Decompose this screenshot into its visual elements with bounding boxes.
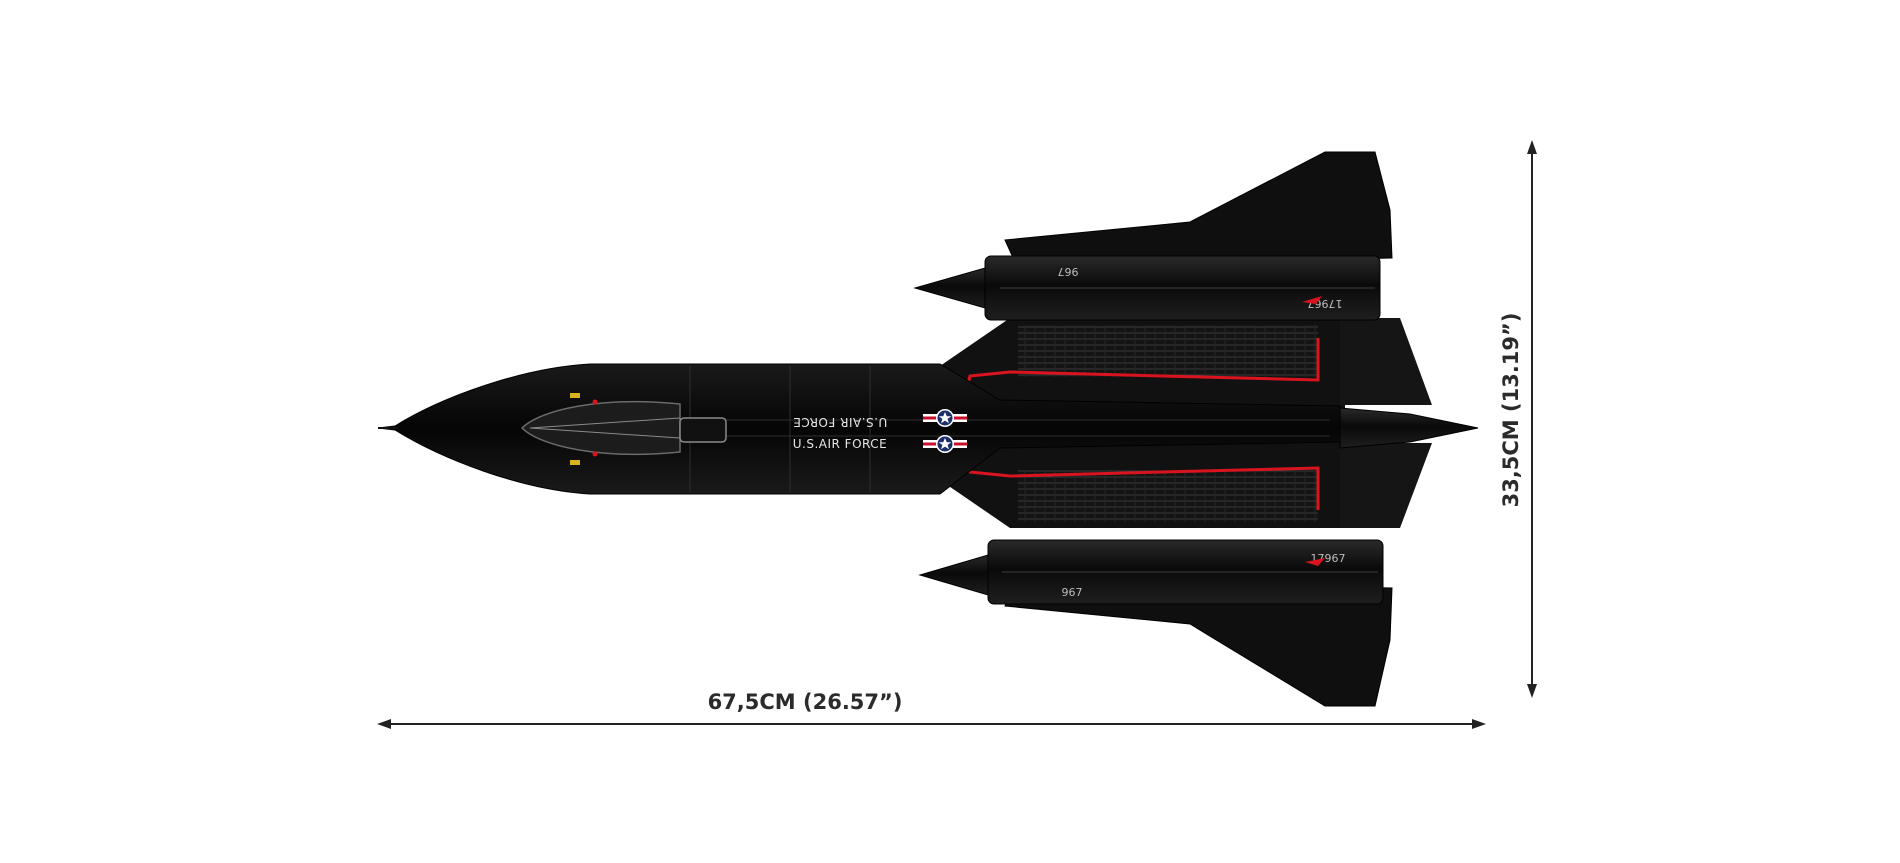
height-dimension: 33,5CM (13.19”) bbox=[1499, 140, 1537, 698]
nav-light-yellow-top bbox=[570, 393, 580, 398]
sr71-model: U.S.AIR FORCE U.S.AIR FORCE 967 17967 bbox=[377, 151, 1479, 707]
lower-wing-grille bbox=[1018, 470, 1318, 522]
length-arrow-right-icon bbox=[1472, 719, 1486, 729]
lower-engine-nacelle: 967 17967 bbox=[918, 539, 1384, 605]
engine-number-top: 967 bbox=[1058, 265, 1079, 278]
height-label: 33,5CM (13.19”) bbox=[1499, 313, 1523, 508]
upper-tail-fin bbox=[1340, 318, 1432, 405]
length-label: 67,5CM (26.57”) bbox=[708, 690, 903, 714]
air-force-marking-top: U.S.AIR FORCE bbox=[793, 415, 887, 429]
height-arrow-top-icon bbox=[1527, 140, 1537, 154]
upper-outer-wing bbox=[1004, 151, 1393, 263]
tail-cone bbox=[1339, 407, 1479, 449]
air-force-marking-bottom: U.S.AIR FORCE bbox=[793, 437, 887, 451]
canopy-frame bbox=[529, 417, 681, 439]
lower-tail-fin bbox=[1340, 443, 1432, 528]
upper-engine-nacelle: 967 17967 bbox=[913, 255, 1381, 321]
nav-light-red-bottom bbox=[592, 451, 598, 457]
roundel-bottom bbox=[923, 435, 967, 453]
length-arrow-left-icon bbox=[377, 719, 391, 729]
nav-light-red-top bbox=[592, 399, 598, 405]
height-arrow-bottom-icon bbox=[1527, 684, 1537, 698]
engine-number-bottom: 967 bbox=[1062, 586, 1083, 599]
upper-wing-grille bbox=[1018, 325, 1318, 377]
roundel-top bbox=[923, 409, 967, 427]
canopy-hatch bbox=[679, 417, 727, 443]
length-dimension: 67,5CM (26.57”) bbox=[377, 690, 1486, 729]
nav-light-yellow-bottom bbox=[570, 460, 580, 465]
